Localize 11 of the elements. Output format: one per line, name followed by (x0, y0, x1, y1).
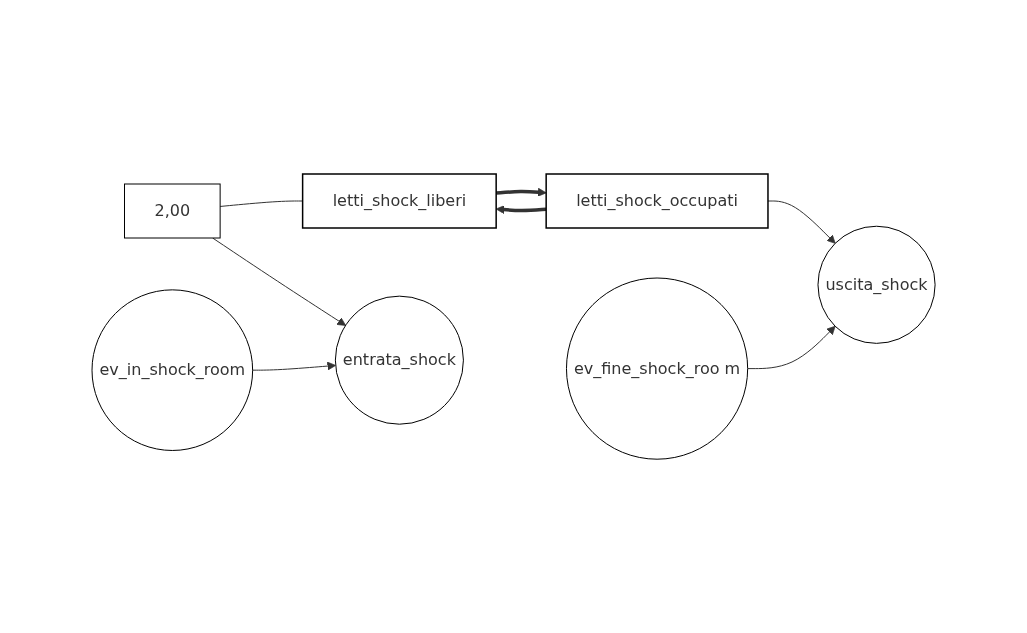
node-circle: ev_fine_shock_roo m (565, 277, 749, 460)
arrow (212, 237, 346, 326)
arrow (252, 361, 336, 371)
node-circle: ev_in_shock_room (91, 289, 254, 451)
node-box: letti_shock_occupati (545, 173, 769, 229)
node-circle: uscita_shock (817, 225, 936, 344)
node-circle: entrata_shock (334, 295, 464, 425)
arrow (767, 200, 836, 244)
node-box: 2,00 (123, 183, 221, 239)
node-box: letti_shock_liberi (301, 173, 497, 229)
arrow (747, 325, 836, 369)
